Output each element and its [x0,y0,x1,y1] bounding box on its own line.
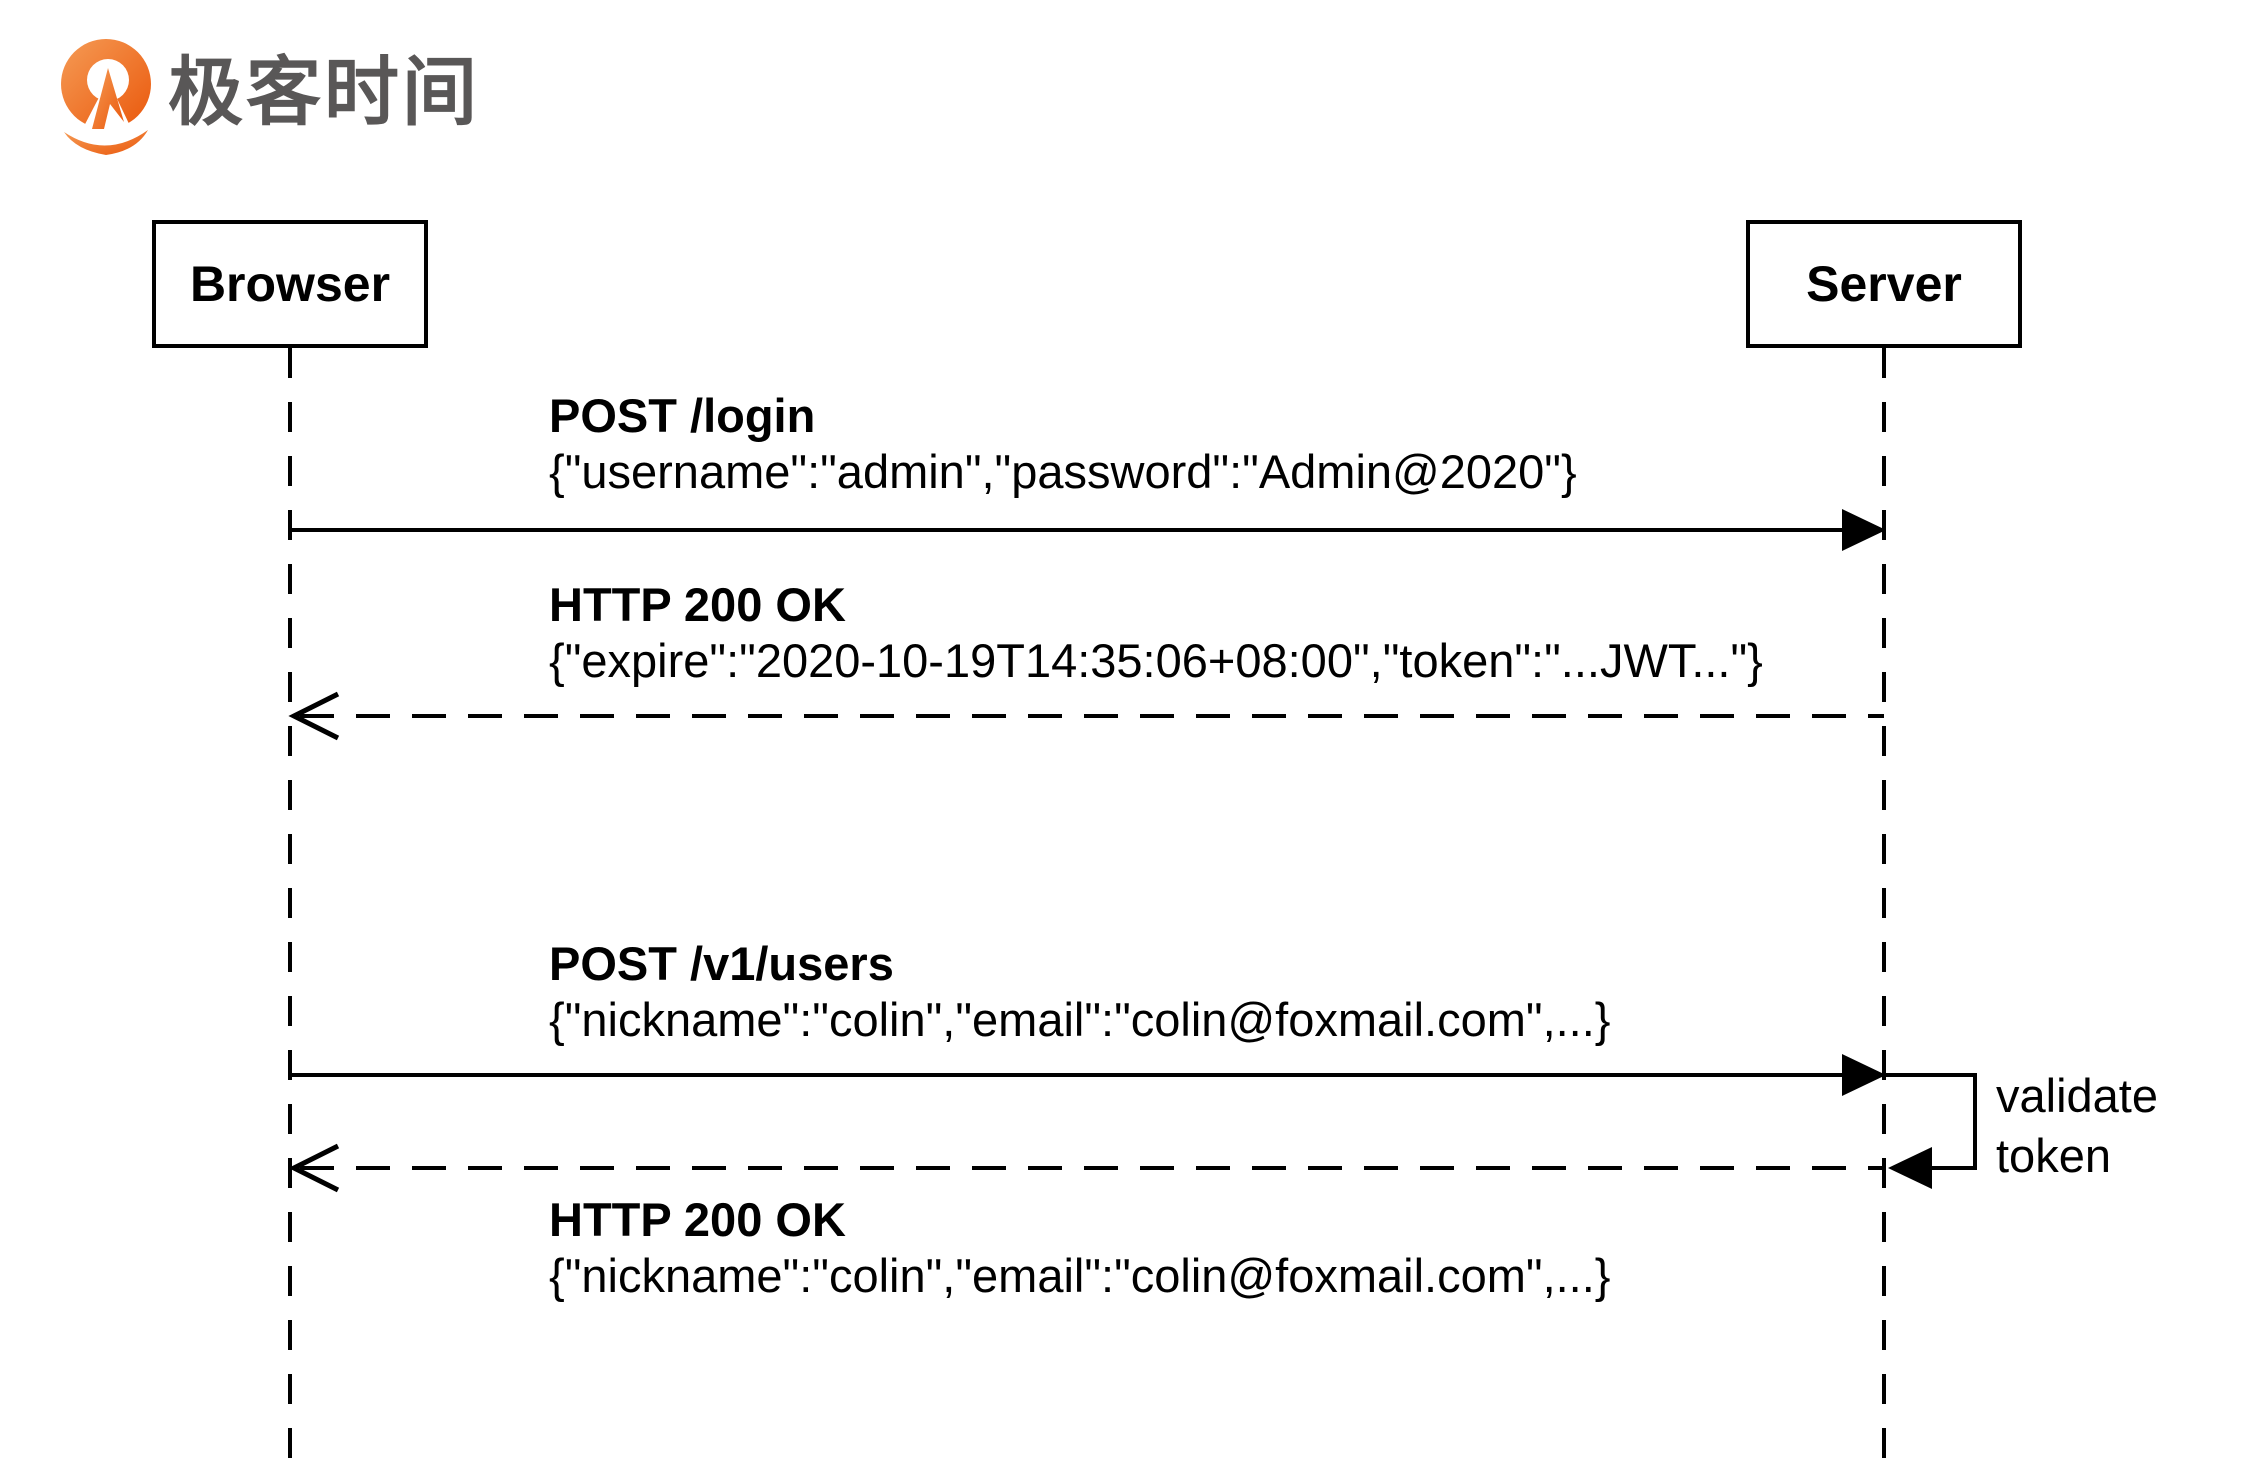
self-message-label: validate token [1996,1069,2158,1182]
arrowhead-open-left-icon [288,1143,340,1193]
message-title: HTTP 200 OK [549,1193,846,1246]
arrowhead-left-icon [1888,1147,1932,1189]
message-title: POST /login [549,389,816,442]
arrowhead-open-left-icon [288,691,340,741]
message-login-response: HTTP 200 OK {"expire":"2020-10-19T14:35:… [549,577,1763,689]
actor-box-server: Server [1746,220,2022,348]
arrowhead-right-icon [1842,509,1886,551]
geektime-pin-icon [61,39,151,155]
self-loop-validate-token [1886,1073,1977,1170]
message-body: {"username":"admin","password":"Admin@20… [549,445,1577,498]
actor-box-browser: Browser [152,220,428,348]
message-body: {"nickname":"colin","email":"colin@foxma… [549,993,1611,1046]
actor-label-browser: Browser [189,256,391,312]
arrowhead-right-icon [1842,1054,1886,1096]
message-post-users: POST /v1/users {"nickname":"colin","emai… [549,936,1611,1048]
message-body: {"nickname":"colin","email":"colin@foxma… [549,1249,1611,1302]
message-users-response: HTTP 200 OK {"nickname":"colin","email":… [549,1192,1611,1304]
message-title: POST /v1/users [549,937,894,990]
actor-label-server: Server [1806,256,1962,312]
message-post-login: POST /login {"username":"admin","passwor… [549,388,1577,500]
message-title: HTTP 200 OK [549,578,846,631]
brand-name: 极客时间 [168,50,481,134]
message-body: {"expire":"2020-10-19T14:35:06+08:00","t… [549,634,1763,687]
brand-header: 极客时间 [56,38,480,156]
